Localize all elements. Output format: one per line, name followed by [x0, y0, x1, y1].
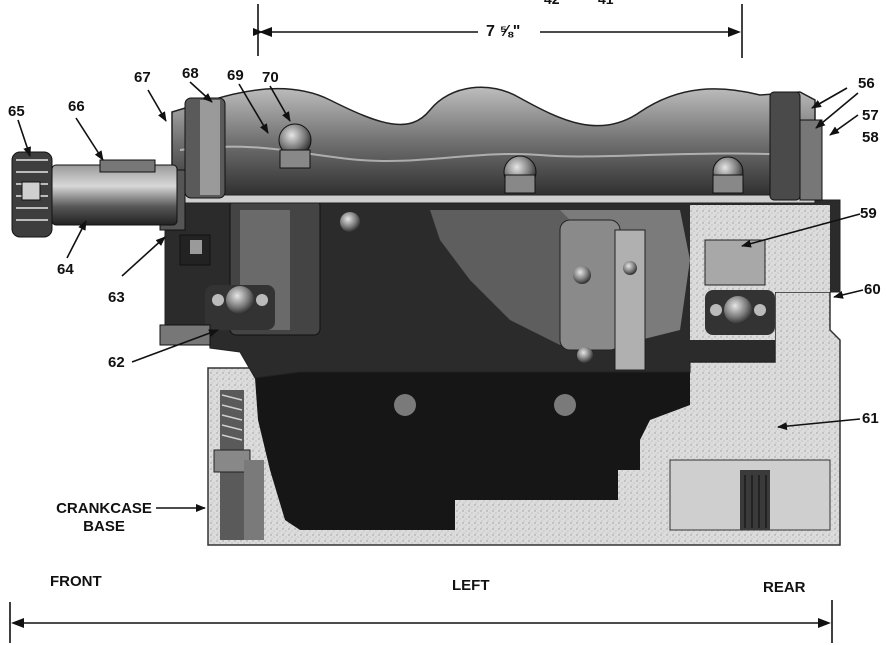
callout-64: 64	[57, 261, 74, 278]
callout-63: 63	[108, 289, 125, 306]
callout-60: 60	[864, 281, 881, 298]
callout-69: 69	[227, 67, 244, 84]
callout-57: 57	[862, 107, 879, 124]
callout-59: 59	[860, 205, 877, 222]
dimension-line	[253, 4, 743, 58]
callout-62: 62	[108, 354, 125, 371]
upper-crankcase	[164, 199, 841, 416]
orientation-line	[9, 600, 833, 643]
crankcase-label-line2: BASE	[83, 518, 125, 535]
callout-leaders	[17, 81, 864, 512]
callout-58: 58	[862, 129, 879, 146]
callout-70: 70	[262, 69, 279, 86]
top-cut-label-42: 42	[544, 0, 560, 7]
left-label: LEFT	[452, 577, 490, 594]
crankcase-label-line1: CRANKCASE	[56, 500, 152, 517]
callout-66: 66	[68, 98, 85, 115]
callout-61: 61	[862, 410, 879, 427]
rear-label: REAR	[763, 579, 806, 596]
crankcase-casting	[207, 291, 841, 546]
crankcase-base-label: CRANKCASE BASE	[52, 500, 156, 536]
callout-68: 68	[182, 65, 199, 82]
orientation-arrowheads	[11, 618, 831, 628]
camshaft-cover	[171, 86, 823, 204]
callout-56: 56	[858, 75, 875, 92]
callout-67: 67	[134, 69, 151, 86]
dimension-arrowheads	[259, 27, 741, 37]
top-cut-label-41: 41	[598, 0, 614, 7]
front-label: FRONT	[50, 573, 102, 590]
front-shaft-assembly	[11, 151, 211, 346]
callout-65: 65	[8, 103, 25, 120]
dimension-label: 7 ⅝"	[486, 23, 521, 40]
